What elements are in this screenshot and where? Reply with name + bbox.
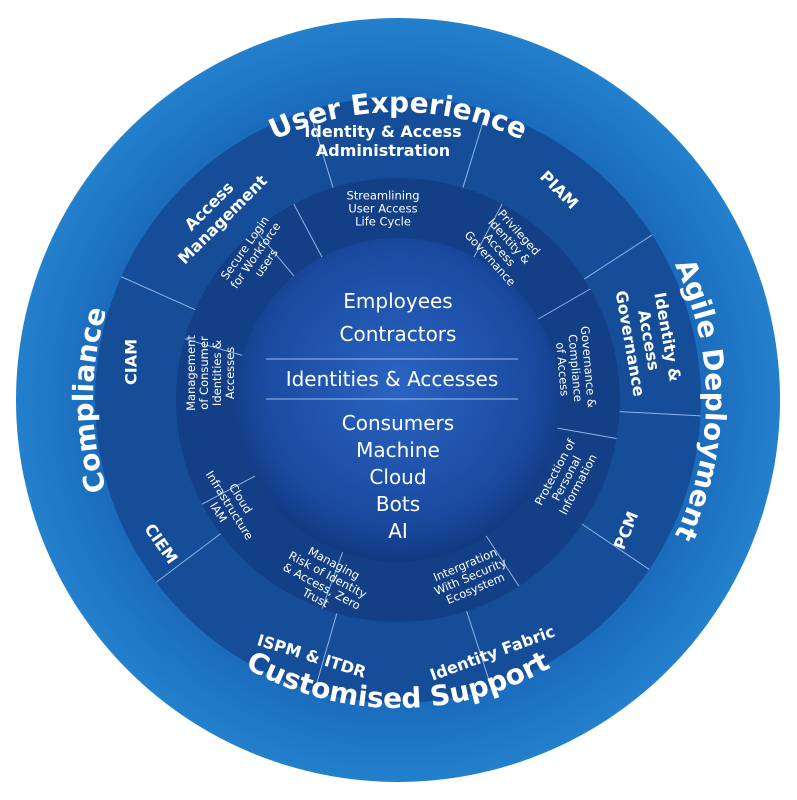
segment-divider <box>308 110 334 188</box>
core-bottom-line-2: Machine <box>356 438 440 462</box>
inner-segment-label: Managementof ConsumerIdentities &Accesse… <box>184 335 237 411</box>
segment-divider <box>466 610 493 689</box>
segment-divider <box>462 110 488 188</box>
segment-divider <box>120 276 196 311</box>
core-middle-line: Identities & Accesses <box>286 367 499 391</box>
inner-segment-divider <box>254 229 295 277</box>
inner-segment-divider <box>538 288 591 320</box>
segment-divider <box>581 523 650 570</box>
inner-segment-divider <box>485 535 520 587</box>
segment-divider <box>619 411 701 417</box>
core-bottom-line-4: Bots <box>376 492 420 516</box>
segment-divider <box>155 533 222 583</box>
segment-divider <box>314 613 338 692</box>
core-bottom-line-3: Cloud <box>369 465 426 489</box>
core-circle <box>236 238 560 562</box>
core-bottom-line-1: Consumers <box>342 411 454 435</box>
inner-segment-divider <box>293 203 323 258</box>
inner-segment-divider <box>184 338 243 356</box>
core-top-line-1: Employees <box>343 289 452 313</box>
segment-dividers <box>120 110 701 692</box>
inner-segment-divider <box>473 203 503 258</box>
inner-segment-divider <box>201 475 256 505</box>
core-text-group: Employees Contractors Identities & Acces… <box>266 289 518 543</box>
core-top-line-2: Contractors <box>340 322 457 346</box>
segment-label: CIAM <box>122 339 141 385</box>
segment-divider <box>583 234 653 280</box>
core-bottom-line-5: AI <box>388 519 408 543</box>
inner-segment-divider <box>321 552 344 609</box>
inner-segment-divider <box>557 427 617 440</box>
inner-segment-label: Governance &Complianceof Access <box>552 325 599 410</box>
